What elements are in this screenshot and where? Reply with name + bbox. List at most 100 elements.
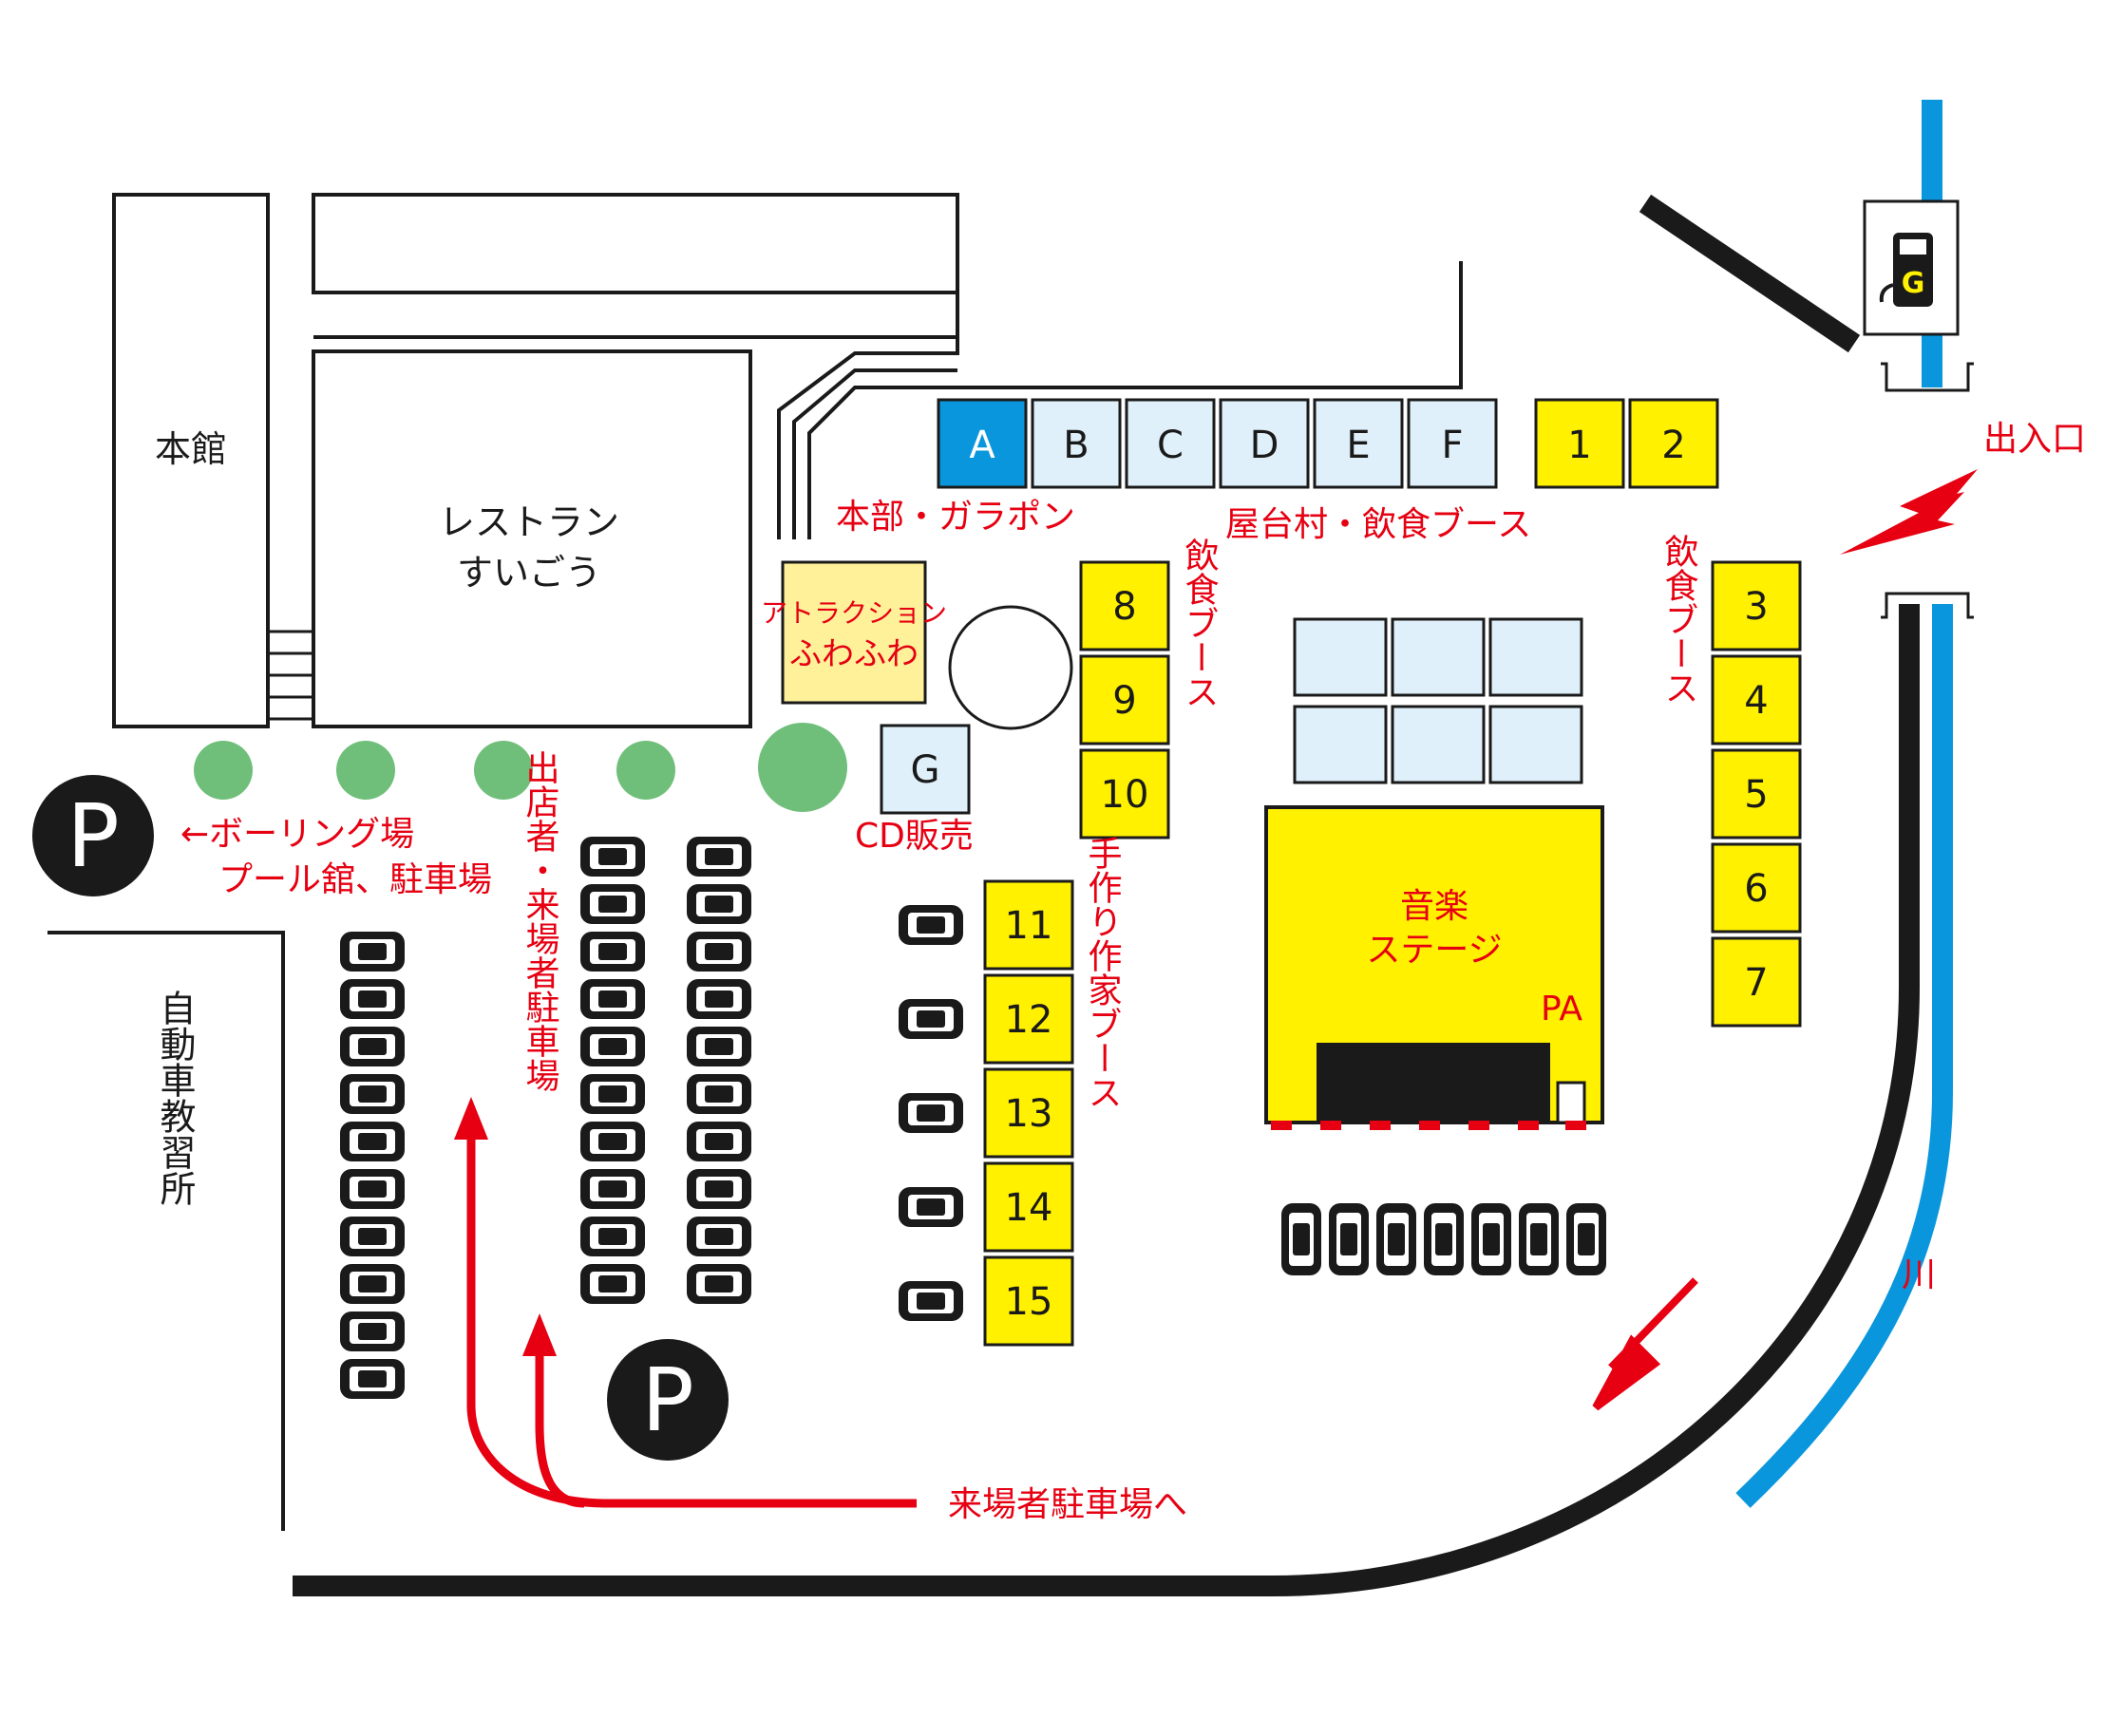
stage-label-1: 音楽 xyxy=(1400,887,1468,926)
tree-icon xyxy=(194,741,253,800)
car-icon xyxy=(687,837,751,877)
entrance-arrow-icon xyxy=(1840,469,1978,555)
exit-arrow-icon xyxy=(1592,1277,1698,1411)
stage-parking xyxy=(1281,1203,1606,1275)
booth-4[interactable] xyxy=(1711,654,1802,745)
car-icon xyxy=(687,1122,751,1161)
parking-icon-left xyxy=(32,775,154,896)
booth-12[interactable] xyxy=(983,973,1074,1065)
exhibitor-parking-label: 出店者・来場者駐車場 xyxy=(521,750,559,1092)
booth-3[interactable] xyxy=(1711,560,1802,651)
car-icon xyxy=(687,1074,751,1114)
restaurant-label-2: すいごう xyxy=(457,552,601,594)
booth-8-label: 8 xyxy=(1112,585,1136,629)
booth-14-label: 14 xyxy=(1005,1186,1053,1230)
tent[interactable] xyxy=(1293,617,1388,697)
tree-icon xyxy=(758,723,847,812)
car-icon xyxy=(687,1217,751,1256)
car-icon xyxy=(580,884,645,924)
tent-grid xyxy=(1293,617,1583,784)
main-road xyxy=(293,604,1920,1596)
tree-icon xyxy=(616,741,675,800)
car-icon xyxy=(899,1187,963,1227)
booth-13[interactable] xyxy=(983,1067,1074,1159)
car-icon xyxy=(1329,1203,1369,1275)
booth-row-top: A B C D E F 1 2 xyxy=(937,398,1719,489)
restaurant-label-1: レストラン xyxy=(439,501,619,543)
parking-icon-bottom xyxy=(607,1339,729,1461)
food-booth-center-label: 飲食ブース xyxy=(1180,538,1220,708)
car-icon xyxy=(580,837,645,877)
booth-g[interactable] xyxy=(880,724,971,815)
booth-9-label: 9 xyxy=(1112,679,1136,723)
booth-b[interactable] xyxy=(1031,398,1122,489)
booth-12-label: 12 xyxy=(1005,998,1053,1042)
tent[interactable] xyxy=(1391,705,1486,784)
booth-d-label: D xyxy=(1250,424,1279,467)
bowling-label-2: プール舘、駐車場 xyxy=(218,860,492,899)
car-icon xyxy=(687,1169,751,1209)
bowling-label-1: ←ボーリング場 xyxy=(180,815,414,854)
tent[interactable] xyxy=(1488,617,1583,697)
car-icon xyxy=(687,1264,751,1304)
tree-icon xyxy=(474,741,533,800)
booth-1[interactable] xyxy=(1534,398,1625,489)
booth-2[interactable] xyxy=(1628,398,1719,489)
booth-d[interactable] xyxy=(1219,398,1310,489)
river xyxy=(1735,604,1953,1508)
booth-6[interactable] xyxy=(1711,842,1802,934)
attraction-fuwafuwa[interactable] xyxy=(781,560,927,705)
car-icon xyxy=(899,1093,963,1133)
booth-a-label: A xyxy=(969,424,995,467)
driving-school-boundary xyxy=(47,931,285,1531)
car-icon xyxy=(1424,1203,1464,1275)
booth-c[interactable] xyxy=(1125,398,1216,489)
main-hall-label: 本館 xyxy=(155,428,227,470)
booth-15[interactable] xyxy=(983,1255,1074,1347)
booth-5[interactable] xyxy=(1711,748,1802,840)
booth-a[interactable] xyxy=(937,398,1028,489)
stage-label-2: ステージ xyxy=(1366,931,1502,970)
car-icon xyxy=(340,1359,405,1399)
building-walls xyxy=(313,261,1463,539)
tent[interactable] xyxy=(1293,705,1388,784)
booth-10[interactable] xyxy=(1079,748,1170,840)
car-icon xyxy=(899,1281,963,1321)
booth-7[interactable] xyxy=(1711,936,1802,1028)
booth-b-label: B xyxy=(1063,424,1089,467)
round-structure xyxy=(948,605,1073,730)
tent[interactable] xyxy=(1488,705,1583,784)
booth-7-label: 7 xyxy=(1744,961,1768,1005)
driving-school-label: 自動車教習所 xyxy=(154,990,196,1206)
booth-8[interactable] xyxy=(1079,560,1170,651)
parking-symbol-left: P xyxy=(66,785,119,887)
booth-9[interactable] xyxy=(1079,654,1170,745)
car-icon xyxy=(1376,1203,1416,1275)
car-icon xyxy=(340,979,405,1019)
tent[interactable] xyxy=(1391,617,1486,697)
car-icon xyxy=(580,1217,645,1256)
gas-symbol: G xyxy=(1902,267,1925,300)
stairs xyxy=(268,630,313,721)
booth-14[interactable] xyxy=(983,1161,1074,1253)
car-icon xyxy=(580,932,645,972)
booth-e[interactable] xyxy=(1313,398,1404,489)
entrance-label: 出入口 xyxy=(1983,420,2086,459)
booth-11[interactable] xyxy=(983,879,1074,971)
pa-label: PA xyxy=(1541,990,1582,1028)
booth-10-label: 10 xyxy=(1101,773,1149,817)
car-icon xyxy=(580,1027,645,1066)
booth-5-label: 5 xyxy=(1744,773,1768,817)
car-icon xyxy=(687,932,751,972)
car-icon xyxy=(340,1311,405,1351)
car-icon xyxy=(340,932,405,972)
car-icon xyxy=(340,1074,405,1114)
car-icon xyxy=(340,1122,405,1161)
booth-6-label: 6 xyxy=(1744,867,1768,911)
booth-3-label: 3 xyxy=(1744,585,1768,629)
booth-f[interactable] xyxy=(1407,398,1498,489)
tree-row xyxy=(194,723,847,812)
river-label: 川 xyxy=(1902,1255,1936,1294)
car-icon xyxy=(687,1027,751,1066)
